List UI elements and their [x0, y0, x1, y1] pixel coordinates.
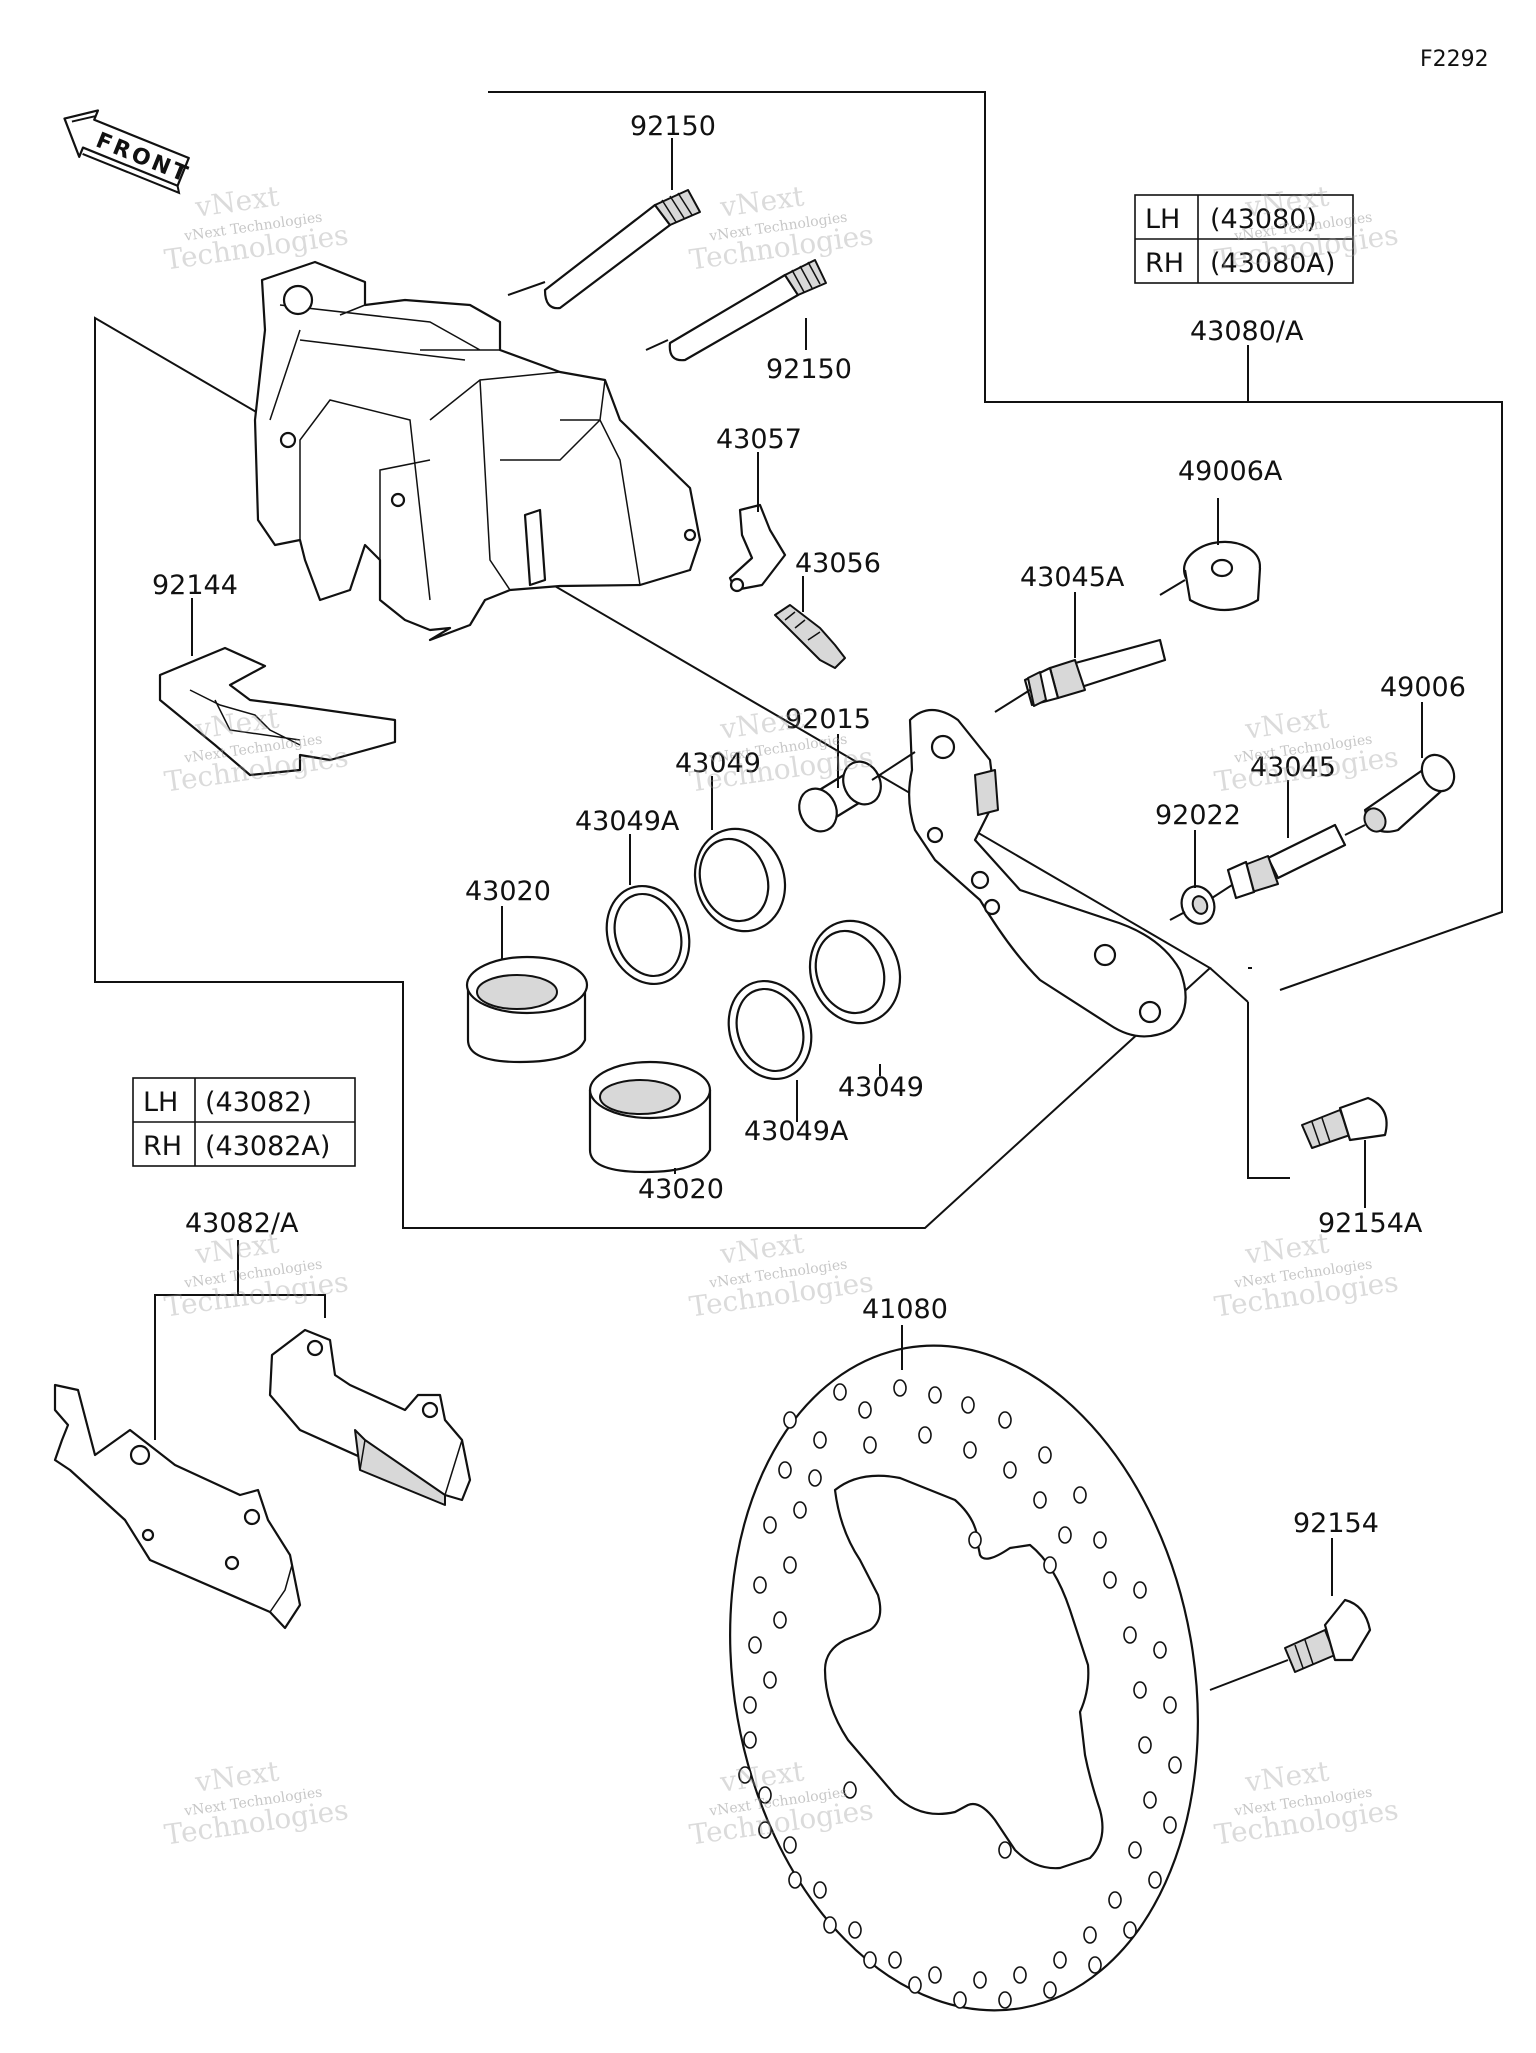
label-43045: 43045 — [1250, 752, 1336, 783]
brake-pad-inner — [268, 1328, 472, 1506]
caliper-assembly-frame — [94, 91, 1503, 1229]
part-labels: 92150 92150 43057 43056 92144 43080/A 49… — [152, 111, 1466, 1539]
seal-43049A-lower — [727, 979, 813, 1081]
caliper-table-part-lh: (43080) — [1210, 204, 1317, 235]
front-arrow: FRONT — [63, 109, 193, 195]
bleeder-cap — [728, 503, 787, 593]
brake-disc — [729, 1344, 1199, 2012]
label-43057: 43057 — [716, 424, 802, 455]
pads-table-part-rh: (43082A) — [205, 1131, 330, 1162]
piston-upper — [465, 955, 589, 1064]
label-92015: 92015 — [785, 704, 871, 735]
caliper-table-part-rh: (43080A) — [1210, 248, 1335, 279]
leader-lines — [191, 138, 1423, 1691]
label-92022: 92022 — [1155, 800, 1241, 831]
figure-code: F2292 — [1420, 47, 1489, 72]
label-92150-lower: 92150 — [766, 354, 852, 385]
caliper-table-side-rh: RH — [1145, 248, 1184, 279]
seal-43049-upper — [693, 827, 787, 933]
bolt-92154 — [1284, 1598, 1372, 1673]
bracket-pin-43045A — [1023, 638, 1167, 707]
pads-table-part-lh: (43082) — [205, 1087, 312, 1118]
boot-49006A — [1182, 540, 1262, 611]
bolt-92154A — [1301, 1096, 1388, 1149]
label-41080: 41080 — [862, 1294, 948, 1325]
guide-pin-lower — [668, 259, 827, 362]
seal-43049A-upper — [605, 884, 691, 986]
label-92154A: 92154A — [1318, 1208, 1423, 1239]
caliper-side-table: LH (43080) RH (43080A) — [1134, 194, 1354, 284]
label-43020-lower: 43020 — [638, 1174, 724, 1205]
bleeder-valve — [774, 604, 846, 669]
pad-bracket-line — [154, 1294, 326, 1440]
label-43045A: 43045A — [1020, 562, 1125, 593]
pads-table-side-lh: LH — [143, 1087, 178, 1118]
label-43049A-lower: 43049A — [744, 1116, 849, 1147]
label-43080A: 43080/A — [1190, 316, 1304, 347]
caliper-table-side-lh: LH — [1145, 204, 1180, 235]
label-92154: 92154 — [1293, 1508, 1379, 1539]
seal-43049-lower — [808, 919, 902, 1025]
disc-holes — [738, 1379, 1182, 2009]
pad-spring — [158, 646, 397, 777]
brake-pad-outer — [53, 1383, 302, 1630]
guide-pin-upper — [543, 189, 701, 310]
washer-92022 — [1180, 885, 1216, 925]
label-43049-lower: 43049 — [838, 1072, 924, 1103]
label-92144: 92144 — [152, 570, 238, 601]
label-43082A: 43082/A — [185, 1208, 299, 1239]
label-43049-upper: 43049 — [675, 748, 761, 779]
label-43049A-upper: 43049A — [575, 806, 680, 837]
label-43056: 43056 — [795, 548, 881, 579]
label-92150-upper: 92150 — [630, 111, 716, 142]
boot-49006 — [1363, 753, 1456, 833]
label-43020-upper: 43020 — [465, 876, 551, 907]
pads-side-table: LH (43082) RH (43082A) — [132, 1077, 356, 1167]
label-49006: 49006 — [1380, 672, 1466, 703]
bracket-pin-43045 — [1226, 823, 1347, 900]
label-49006A: 49006A — [1178, 456, 1283, 487]
caliper-bracket — [908, 708, 1187, 1038]
pads-table-side-rh: RH — [143, 1131, 182, 1162]
piston-lower — [588, 1060, 712, 1174]
caliper-body — [253, 260, 702, 642]
